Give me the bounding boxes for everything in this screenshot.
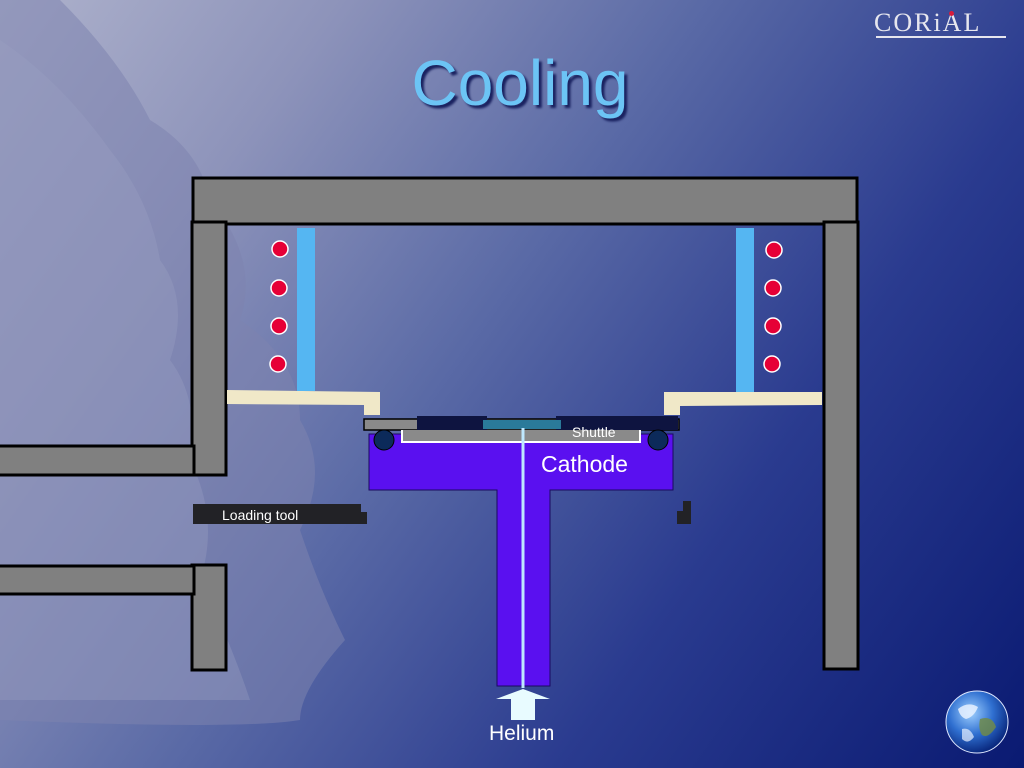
loadlock-lower-arm bbox=[0, 564, 196, 596]
logo-accent-dot bbox=[949, 11, 954, 16]
page-title: Cooling bbox=[411, 47, 629, 119]
helium-label: Helium bbox=[489, 722, 555, 745]
loading-tool-tip bbox=[360, 512, 367, 524]
corial-logo: CORiAL bbox=[874, 8, 982, 37]
left-cooling-line bbox=[297, 228, 315, 391]
wafer bbox=[483, 420, 561, 429]
right-liner bbox=[664, 392, 822, 415]
helium-arrow bbox=[496, 689, 550, 720]
chamber-top-wall bbox=[191, 176, 859, 226]
left-coil-dots bbox=[269, 240, 289, 373]
globe-icon bbox=[945, 690, 1009, 754]
cathode-label: Cathode bbox=[541, 451, 628, 477]
shuttle-label: Shuttle bbox=[572, 424, 616, 440]
loadlock-upper-arm bbox=[0, 444, 196, 477]
chamber-right-wall bbox=[822, 220, 860, 671]
right-o-ring bbox=[647, 429, 669, 451]
chamber-left-lower-wall bbox=[190, 563, 228, 672]
loading-tool-right-stub bbox=[677, 511, 691, 524]
cathode-body bbox=[368, 433, 674, 687]
loading-tool-bar bbox=[193, 504, 361, 524]
loading-tool-right-stub-top bbox=[683, 501, 691, 511]
loading-tool-label: Loading tool bbox=[222, 507, 299, 523]
shuttle-left-clamp bbox=[417, 416, 487, 430]
shuttle-right-clamp bbox=[556, 416, 678, 430]
right-coil-dots bbox=[763, 241, 783, 373]
left-liner bbox=[227, 390, 380, 415]
right-cooling-line bbox=[736, 228, 754, 392]
shuttle-tray bbox=[401, 430, 641, 443]
logo-underline bbox=[876, 36, 1006, 38]
chamber-left-wall bbox=[190, 220, 228, 477]
left-o-ring bbox=[373, 429, 395, 451]
